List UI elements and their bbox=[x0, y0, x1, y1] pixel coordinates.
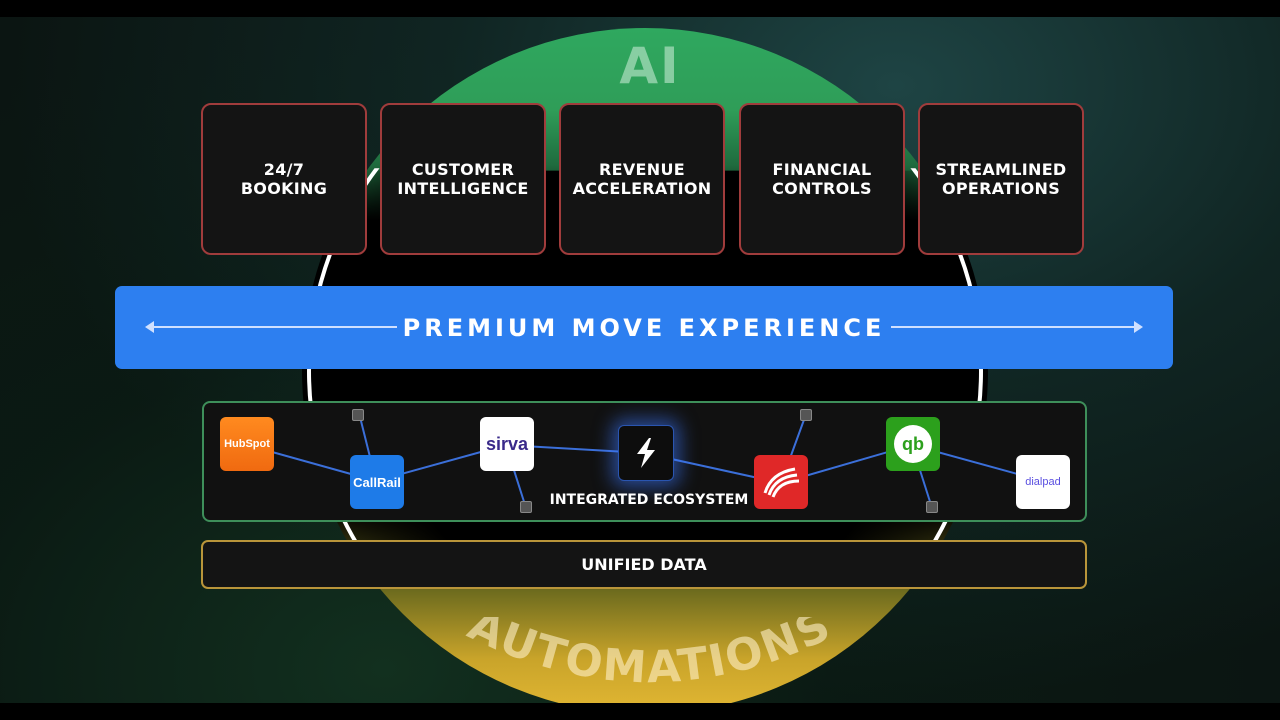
arrow-left-icon bbox=[145, 321, 154, 333]
quickbooks-logo: qb bbox=[886, 417, 940, 471]
capability-label: 24/7 BOOKING bbox=[240, 160, 328, 198]
capability-label: REVENUE ACCELERATION bbox=[572, 160, 712, 198]
dialpad-logo: dialpad bbox=[1016, 455, 1070, 509]
capability-label: FINANCIAL CONTROLS bbox=[772, 160, 872, 198]
connector-node-icon bbox=[926, 501, 938, 513]
svg-text:AUTOMATIONS: AUTOMATIONS bbox=[461, 617, 840, 694]
hubspot-text: HubSpot bbox=[224, 438, 270, 450]
red-swoosh-logo bbox=[754, 455, 808, 509]
unified-data-bar: UNIFIED DATA bbox=[201, 540, 1087, 589]
capability-card-financial-controls: FINANCIAL CONTROLS bbox=[739, 103, 905, 255]
premium-move-experience-band: PREMIUM MOVE EXPERIENCE bbox=[115, 286, 1173, 369]
callrail-text: CallRail bbox=[353, 474, 401, 490]
capability-card-streamlined-operations: STREAMLINED OPERATIONS bbox=[918, 103, 1084, 255]
sirva-text: sirva bbox=[485, 433, 529, 454]
orb-ring bbox=[307, 168, 983, 588]
connector-node-icon bbox=[800, 409, 812, 421]
capability-card-revenue-acceleration: REVENUE ACCELERATION bbox=[559, 103, 725, 255]
hubspot-logo: HubSpot bbox=[220, 417, 274, 471]
integrated-ecosystem-panel: HubSpot CallRail sirva qb dialpad bbox=[202, 401, 1087, 522]
automations-arc-label: AUTOMATIONS bbox=[461, 617, 840, 694]
dialpad-text: dialpad bbox=[1025, 476, 1061, 488]
quickbooks-text: qb bbox=[902, 433, 924, 454]
capability-label: CUSTOMER INTELLIGENCE bbox=[397, 160, 529, 198]
unified-data-label: UNIFIED DATA bbox=[581, 555, 707, 574]
lightning-icon bbox=[637, 438, 655, 468]
lightning-hub-logo bbox=[618, 425, 674, 481]
diagram-canvas: AI AUTOMATIONS 24/7 BOOKING CUSTOMER INT… bbox=[0, 17, 1280, 703]
capability-card-booking: 24/7 BOOKING bbox=[201, 103, 367, 255]
capability-card-customer-intelligence: CUSTOMER INTELLIGENCE bbox=[380, 103, 546, 255]
sirva-logo: sirva bbox=[480, 417, 534, 471]
automations-arc-text: AUTOMATIONS bbox=[461, 617, 838, 694]
connector-node-icon bbox=[520, 501, 532, 513]
connector-node-icon bbox=[352, 409, 364, 421]
capability-label: STREAMLINED OPERATIONS bbox=[935, 160, 1067, 198]
swoosh-icon bbox=[763, 467, 800, 498]
callrail-logo: CallRail bbox=[350, 455, 404, 509]
ai-arc-label: AI bbox=[619, 37, 681, 95]
arrow-right-icon bbox=[1134, 321, 1143, 333]
band-title: PREMIUM MOVE EXPERIENCE bbox=[396, 314, 892, 342]
ecosystem-label: INTEGRATED ECOSYSTEM bbox=[549, 492, 749, 508]
